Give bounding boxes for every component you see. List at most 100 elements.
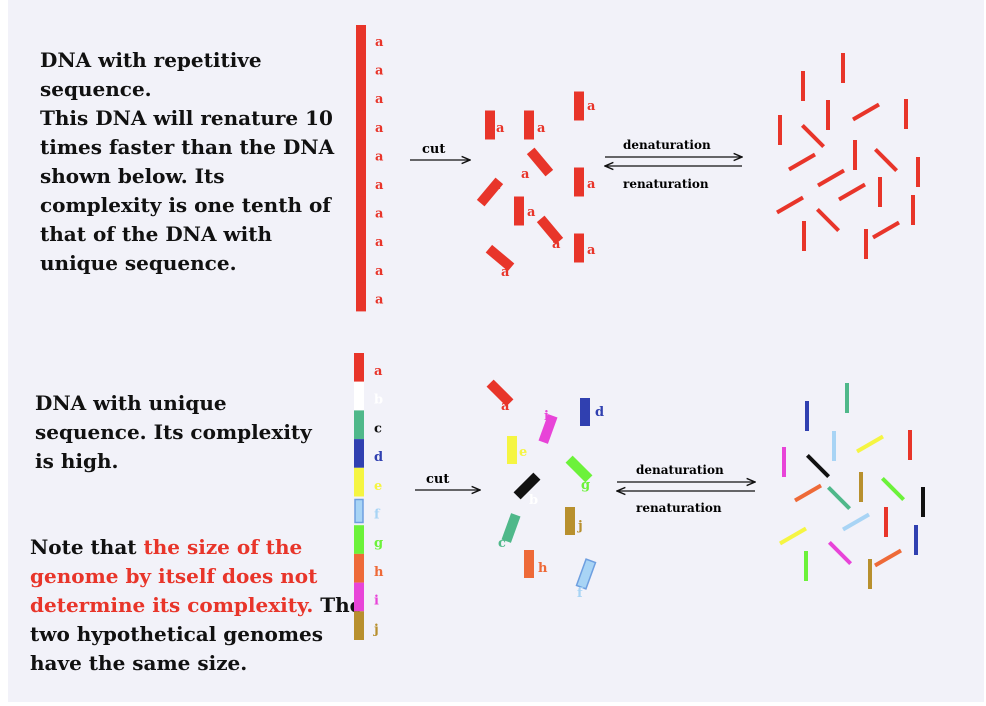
- repeat-segment: [356, 253, 366, 283]
- repeat-fragment-label: a: [492, 178, 501, 193]
- segment-b-label: b: [374, 393, 383, 408]
- note-suffix: The two hypothetical genomes have the sa…: [30, 593, 363, 675]
- fragment-a: [486, 379, 514, 407]
- repeat-fragment-label: a: [501, 265, 510, 280]
- single-strand: [801, 71, 805, 101]
- single-strand: [827, 540, 853, 566]
- single-strand: [815, 207, 841, 233]
- single-strand: [908, 430, 912, 460]
- single-strand: [800, 123, 826, 149]
- note-text: Note that the size of the genome by itse…: [30, 533, 370, 678]
- segment-g-label: g: [374, 536, 383, 551]
- repeat-fragment: [485, 110, 495, 140]
- segment-c-label: c: [374, 421, 382, 436]
- repeat-fragment: [476, 177, 504, 207]
- segment-f: [354, 498, 364, 524]
- repeat-segment-label: a: [375, 207, 384, 222]
- fragment-i-label: i: [544, 409, 549, 424]
- fragment-d: [580, 398, 590, 426]
- fragment-g: [565, 455, 593, 483]
- fragment-c: [501, 513, 521, 543]
- segment-h-label: h: [374, 565, 384, 580]
- single-strand: [878, 177, 882, 207]
- single-strand: [852, 102, 880, 122]
- repeat-fragment-label: a: [552, 237, 561, 252]
- single-strand: [880, 476, 906, 502]
- repeat-fragment-label: a: [521, 167, 530, 182]
- single-strand: [853, 140, 857, 170]
- renaturation-label-top: renaturation: [623, 177, 709, 191]
- segment-e: [354, 467, 364, 497]
- denaturation-label-bottom: denaturation: [636, 463, 724, 477]
- single-strand: [779, 526, 807, 546]
- cut-label-bottom: cut: [426, 472, 449, 487]
- repeat-fragment: [514, 196, 524, 226]
- repeat-segment-label: a: [375, 264, 384, 279]
- fragment-c-label: c: [498, 536, 506, 551]
- repeat-fragment: [574, 233, 584, 263]
- fragment-j-label: j: [577, 519, 583, 534]
- repeat-segment-label: a: [375, 149, 384, 164]
- cut-label-top: cut: [422, 142, 445, 157]
- single-strand: [826, 100, 830, 130]
- unique-dna-description: DNA with unique sequence. Its complexity…: [35, 391, 312, 473]
- single-strand: [872, 220, 900, 240]
- repeat-fragment-label: a: [587, 177, 596, 192]
- single-strand: [832, 431, 836, 461]
- note-prefix: Note that: [30, 535, 144, 559]
- single-strand: [826, 485, 852, 511]
- repeat-segment-label: a: [375, 178, 384, 193]
- single-strand: [873, 147, 899, 173]
- fragment-h: [524, 550, 534, 578]
- repeat-fragment-label: a: [587, 243, 596, 258]
- segment-a-label: a: [374, 364, 383, 379]
- segment-c: [354, 410, 364, 440]
- fragment-d-label: d: [595, 405, 604, 420]
- fragment-b: [513, 472, 541, 500]
- repeat-fragment-label: a: [496, 121, 505, 136]
- segment-j-label: j: [373, 622, 379, 637]
- repeat-segment: [356, 282, 366, 312]
- single-strand: [914, 525, 918, 555]
- single-strand: [817, 168, 845, 188]
- repeat-fragment: [485, 244, 515, 272]
- segment-h: [354, 553, 364, 583]
- single-strand: [916, 157, 920, 187]
- single-strand: [859, 472, 863, 502]
- fragment-g-label: g: [581, 478, 590, 493]
- single-strand: [778, 115, 782, 145]
- single-strand: [845, 383, 849, 413]
- note-highlight: the size of the genome by itself does no…: [30, 535, 318, 617]
- segment-b: [354, 381, 364, 411]
- repeat-fragment: [536, 215, 564, 245]
- repeat-segment: [356, 25, 366, 54]
- repeat-fragment: [524, 110, 534, 140]
- repeat-segment: [356, 225, 366, 255]
- repeat-segment: [356, 196, 366, 226]
- fragment-e: [507, 436, 517, 464]
- renaturation-label-bottom: renaturation: [636, 501, 722, 515]
- single-strand: [802, 221, 806, 251]
- figure-panel: [8, 0, 984, 702]
- single-strand: [864, 229, 868, 259]
- segment-a: [354, 353, 364, 382]
- segment-i: [354, 582, 364, 612]
- fragment-j: [565, 507, 575, 535]
- repeat-segment-label: a: [375, 235, 384, 250]
- segment-f-label: f: [374, 508, 381, 523]
- repeat-segment-label: a: [375, 292, 384, 307]
- single-strand: [868, 559, 872, 589]
- fragment-h-label: h: [538, 561, 548, 576]
- single-strand: [788, 152, 816, 172]
- segment-g: [354, 525, 364, 554]
- repeat-fragment-label: a: [527, 205, 536, 220]
- fragment-a-label: a: [501, 399, 510, 414]
- repeat-segment-label: a: [375, 121, 384, 136]
- repeat-segment: [356, 82, 366, 112]
- single-strand: [838, 182, 866, 202]
- repeat-fragment-label: a: [587, 99, 596, 114]
